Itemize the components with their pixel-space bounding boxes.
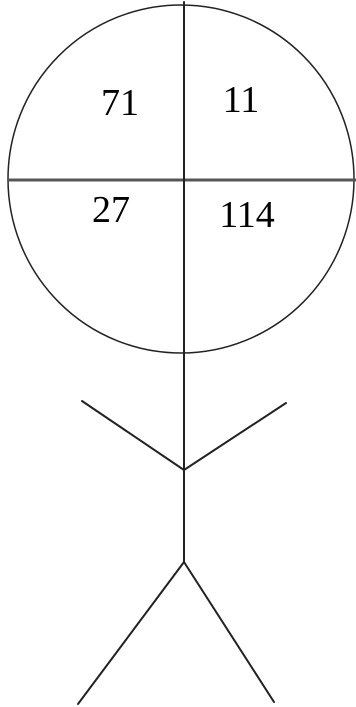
quadrant-bottom-right-value: 114 [219, 194, 275, 236]
right-leg [184, 562, 274, 702]
right-arm [184, 403, 286, 470]
left-leg [78, 562, 184, 704]
quadrant-bottom-left-value: 27 [92, 189, 130, 231]
quadrant-top-right-value: 11 [223, 79, 260, 121]
quadrant-top-left-value: 71 [101, 82, 139, 124]
left-arm [82, 401, 184, 470]
